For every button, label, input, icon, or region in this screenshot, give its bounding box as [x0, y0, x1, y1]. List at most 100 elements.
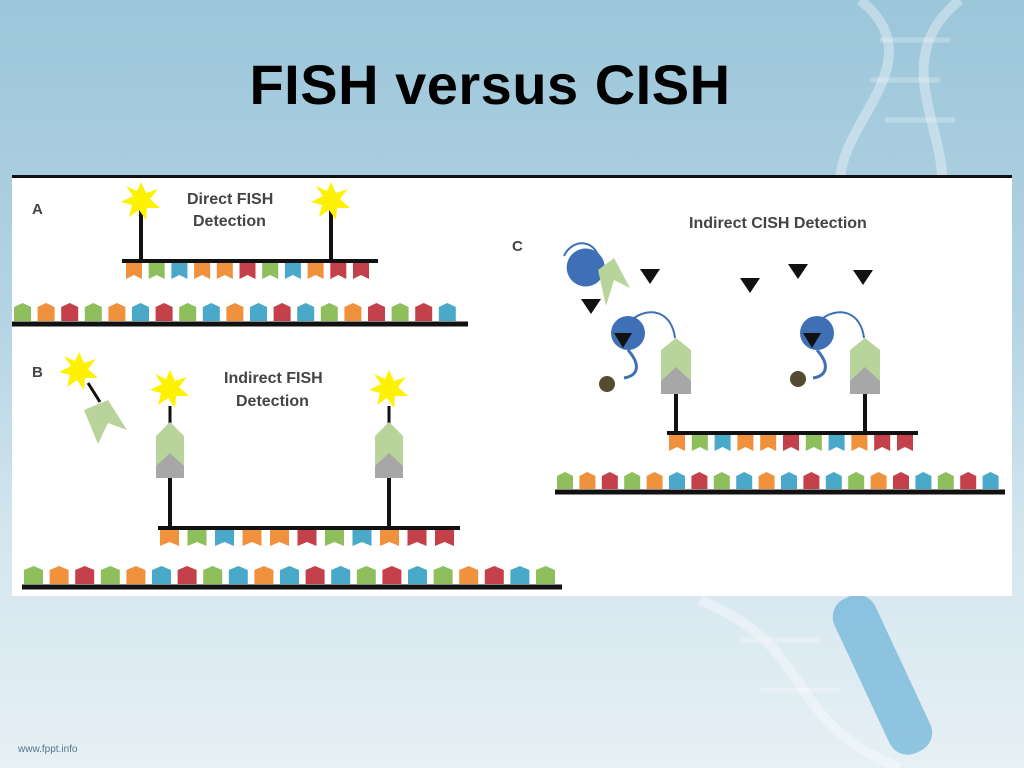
base-blue [284, 263, 301, 279]
base-blue [915, 472, 932, 489]
base-blue [828, 435, 845, 451]
enzyme-linker [563, 242, 601, 264]
base-blue [352, 530, 372, 546]
base-blue [781, 472, 797, 489]
base-green [179, 303, 197, 321]
base-blue [132, 303, 149, 321]
base-blue [331, 566, 351, 584]
panel-a-probe-bases [126, 263, 369, 279]
base-red [691, 472, 708, 489]
base-orange [307, 263, 324, 279]
base-green [187, 530, 207, 546]
base-green [320, 303, 338, 321]
base-green [557, 472, 573, 489]
base-green [805, 435, 822, 451]
substrate-triangle-icon [614, 333, 632, 348]
base-orange [160, 530, 179, 546]
hapten-label-icon [850, 367, 880, 394]
base-orange [126, 263, 142, 279]
panel-a-probe-1 [121, 182, 160, 261]
panel-b-probe-bases [160, 530, 454, 546]
base-red [435, 530, 454, 546]
base-orange [380, 530, 399, 546]
base-green [624, 472, 641, 489]
base-red [601, 472, 618, 489]
substrate-triangle-icon [788, 264, 808, 279]
chromogen-precipitate-icon [599, 376, 615, 392]
base-green [100, 566, 120, 584]
base-blue [215, 530, 234, 546]
panel-c-probe-2 [790, 311, 880, 433]
base-green [713, 472, 730, 489]
panel-b-free-antibody [59, 352, 127, 444]
base-red [382, 566, 402, 584]
base-orange [646, 472, 663, 489]
base-orange [49, 566, 69, 584]
panel-c-free-enzyme-conjugate [560, 242, 630, 306]
base-orange [579, 472, 596, 489]
base-blue [202, 303, 220, 321]
base-orange [669, 435, 685, 451]
base-red [61, 303, 79, 321]
antibody-icon [598, 258, 630, 306]
fluorophore-star-icon [59, 352, 98, 390]
base-orange [344, 303, 362, 321]
base-green [325, 530, 344, 546]
base-green [84, 303, 102, 321]
panel-c-probe-bases [669, 435, 913, 451]
base-blue [297, 303, 315, 321]
base-orange [758, 472, 775, 489]
base-blue [982, 472, 999, 489]
base-red [330, 263, 347, 279]
enzyme-linker [822, 311, 865, 339]
panel-b-probe-2 [369, 370, 408, 528]
chromogen-precipitate-icon [790, 371, 806, 387]
base-orange [870, 472, 887, 489]
base-red [897, 435, 913, 451]
base-green [148, 263, 165, 279]
base-red [893, 472, 909, 489]
base-green [14, 303, 31, 321]
base-blue [510, 566, 530, 584]
base-blue [152, 566, 171, 584]
base-orange [254, 566, 274, 584]
diagram-canvas: A Direct FISH Detection B Indirect FISH … [12, 182, 1005, 590]
base-orange [126, 566, 146, 584]
panel-c-target-bases [557, 472, 999, 489]
base-red [305, 566, 325, 584]
reaction-arrow-icon [812, 349, 827, 380]
panel-c-letter: C [512, 238, 523, 255]
base-orange [760, 435, 777, 451]
base-red [353, 263, 369, 279]
substrate-triangle-icon [640, 269, 660, 284]
reaction-arrow-icon [623, 349, 638, 380]
base-red [297, 530, 317, 546]
base-red [155, 303, 173, 321]
base-red [75, 566, 95, 584]
base-green [691, 435, 708, 451]
hapten-label-icon [661, 367, 691, 394]
base-orange [194, 263, 211, 279]
base-red [273, 303, 291, 321]
slide-title: FISH versus CISH [249, 53, 731, 116]
base-orange [242, 530, 262, 546]
base-green [203, 566, 223, 584]
panel-a-title-line2: Detection [193, 213, 266, 230]
base-blue [825, 472, 842, 489]
base-blue [736, 472, 753, 489]
fluorophore-star-icon [369, 370, 408, 408]
base-orange [737, 435, 754, 451]
base-red [783, 435, 799, 451]
base-blue [669, 472, 685, 489]
base-green [848, 472, 865, 489]
panel-a-letter: A [32, 201, 43, 218]
base-red [407, 530, 427, 546]
base-green [262, 263, 279, 279]
base-orange [216, 263, 233, 279]
base-red [803, 472, 820, 489]
fish-cish-diagram: A Direct FISH Detection B Indirect FISH … [12, 175, 1012, 596]
base-red [239, 263, 256, 279]
base-orange [459, 566, 479, 584]
base-blue [280, 566, 299, 584]
substrate-triangle-icon [581, 299, 601, 314]
